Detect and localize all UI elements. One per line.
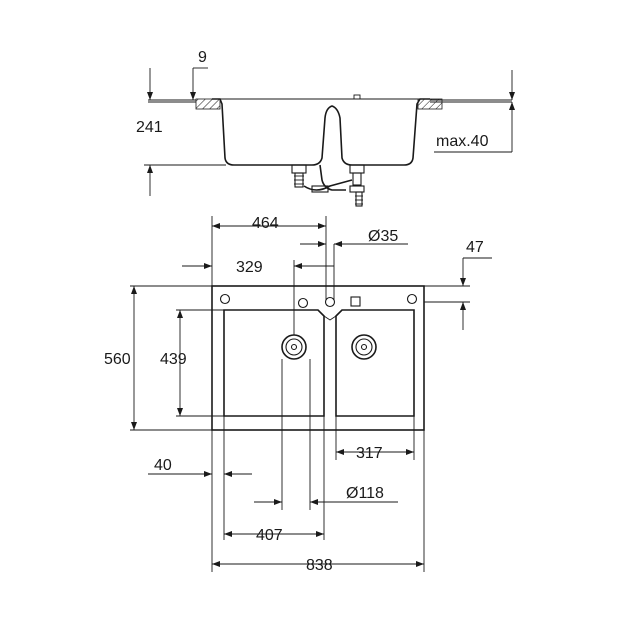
dim-depth-label: 241 bbox=[136, 119, 163, 136]
dim-tap-hole-label: Ø35 bbox=[368, 228, 398, 245]
tap-hole-left bbox=[219, 293, 231, 305]
dim-left-bowl-label: 407 bbox=[256, 527, 283, 544]
top-view: 464 Ø35 47 329 560 bbox=[104, 215, 492, 574]
waste-fitting bbox=[291, 164, 365, 207]
sink-profile bbox=[212, 98, 430, 166]
left-drain bbox=[281, 334, 307, 360]
countertop-section-left bbox=[195, 98, 221, 110]
overflow-square bbox=[350, 296, 361, 307]
tap-hole-right bbox=[406, 293, 418, 305]
dim-drain-label: Ø118 bbox=[346, 485, 384, 502]
sink-outline bbox=[211, 285, 425, 431]
right-drain bbox=[351, 334, 377, 360]
dim-right-bowl-label: 317 bbox=[356, 445, 383, 462]
dim-bowl-depth-label: 439 bbox=[160, 351, 187, 368]
tap-hole-marker bbox=[353, 94, 361, 100]
dim-left-margin-label: 40 bbox=[154, 457, 172, 474]
dim-cabinet-label: max.40 bbox=[436, 133, 489, 150]
dim-tap-edge-label: 47 bbox=[466, 239, 484, 256]
dim-left-drain-offset-label: 329 bbox=[236, 259, 263, 276]
dim-flange-label: 9 bbox=[198, 49, 207, 66]
side-view: 9 241 max.40 bbox=[136, 49, 515, 207]
right-bowl bbox=[335, 309, 415, 417]
countertop-section-right bbox=[417, 98, 443, 110]
tap-hole-main bbox=[324, 296, 336, 308]
dim-total-depth-label: 560 bbox=[104, 351, 131, 368]
left-bowl bbox=[223, 309, 325, 417]
tap-hole-center-left bbox=[297, 297, 309, 309]
dim-tap-offset-label: 464 bbox=[252, 215, 279, 232]
dim-total-width-label: 838 bbox=[306, 557, 333, 574]
